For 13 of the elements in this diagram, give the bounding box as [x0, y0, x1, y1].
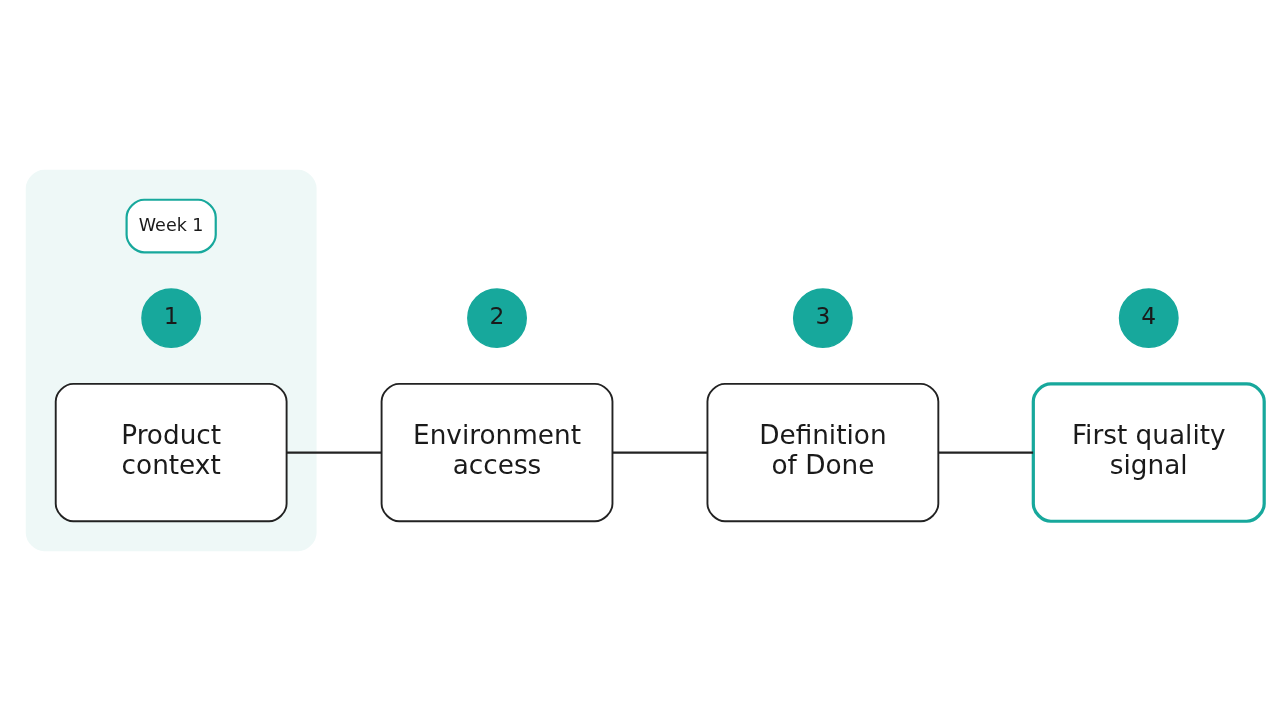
node-box: Week 1 [125, 198, 217, 253]
node-circle: 3 [792, 287, 853, 348]
connector [612, 450, 708, 454]
node-box: Definition of Done [706, 382, 940, 522]
connector [938, 450, 1034, 454]
connector [287, 450, 382, 454]
node-circle: 2 [467, 287, 527, 348]
node-circle: 4 [1118, 287, 1179, 348]
node-box: First quality signal [1031, 381, 1266, 523]
cluster [25, 169, 317, 551]
node-circle: 1 [141, 287, 202, 348]
node-box: Environment access [380, 382, 614, 522]
node-box: Product context [54, 382, 288, 522]
